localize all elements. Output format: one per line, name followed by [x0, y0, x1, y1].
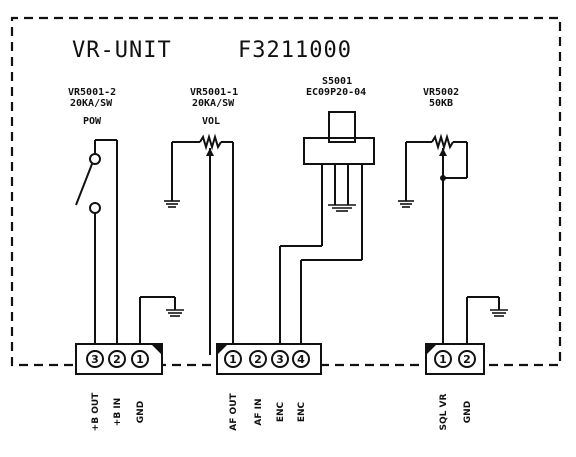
connector-2-pin-ring: [224, 350, 242, 368]
power-switch-symbol: [75, 139, 118, 355]
vr5001-1-ref: VR5001-1: [190, 87, 238, 98]
connector-1-pin-number: 3: [91, 353, 99, 366]
connector-3-pin-ring: [458, 350, 476, 368]
vr5001-2-name: POW: [83, 116, 102, 127]
vr5001-1-name: VOL: [202, 116, 220, 127]
volume-pot-symbol: [164, 133, 234, 355]
s5001-ref: S5001: [322, 76, 352, 87]
connector-3-pin-label: SQL VR: [439, 393, 449, 430]
connector-1-pin-label: +B IN: [113, 398, 123, 426]
connector-2-pin-number: 1: [229, 353, 237, 366]
vr5001-2-value: 20KA/SW: [70, 98, 113, 109]
vr5002-value: 50KB: [429, 98, 453, 109]
connector-1-pin-number: 1: [136, 353, 144, 366]
connector-2-pin-ring: [292, 350, 310, 368]
connector-2-key-mark: [217, 344, 228, 355]
encoder-symbol: [279, 111, 375, 355]
connector-3-pin-number: 2: [463, 353, 471, 366]
connector-2-pin-label: AF IN: [254, 398, 264, 425]
vr5002-ref: VR5002: [423, 87, 459, 98]
unit-code: F3211000: [238, 38, 352, 63]
connector-1-key-mark: [151, 344, 162, 355]
connector-1-pin-label: GND: [136, 401, 146, 423]
connector-1-pin-number: 2: [113, 353, 121, 366]
connector-2-pin-label: AF OUT: [229, 392, 239, 430]
s5001-value: EC09P20-04: [306, 87, 366, 98]
connector-2-pin-ring: [249, 350, 267, 368]
connector-2-pin-number: 3: [276, 353, 284, 366]
connector-3-pin-label: GND: [463, 401, 473, 423]
squelch-pot-symbol: [398, 133, 468, 355]
connector-3-key-mark: [426, 344, 437, 355]
vr5001-2-ref: VR5001-2: [68, 87, 116, 98]
connector-2-pin-label: ENC: [297, 401, 307, 422]
connector-3-pin-number: 1: [439, 353, 447, 366]
connector-2-pin-ring: [271, 350, 289, 368]
connector-3-pin-ring: [434, 350, 452, 368]
connector-2-pin-number: 2: [254, 353, 262, 366]
unit-title: VR-UNIT: [72, 38, 172, 63]
connector-1-pin-ring: [86, 350, 104, 368]
connector-1-pin-ring: [108, 350, 126, 368]
connector-2-pin-label: ENC: [276, 401, 286, 422]
connector-1-pin-ring: [131, 350, 149, 368]
unit-boundary: [10, 16, 562, 367]
connector-2-pin-number: 4: [297, 353, 305, 366]
vr5001-1-value: 20KA/SW: [192, 98, 235, 109]
connector-1-pin-label: +B OUT: [91, 392, 101, 431]
